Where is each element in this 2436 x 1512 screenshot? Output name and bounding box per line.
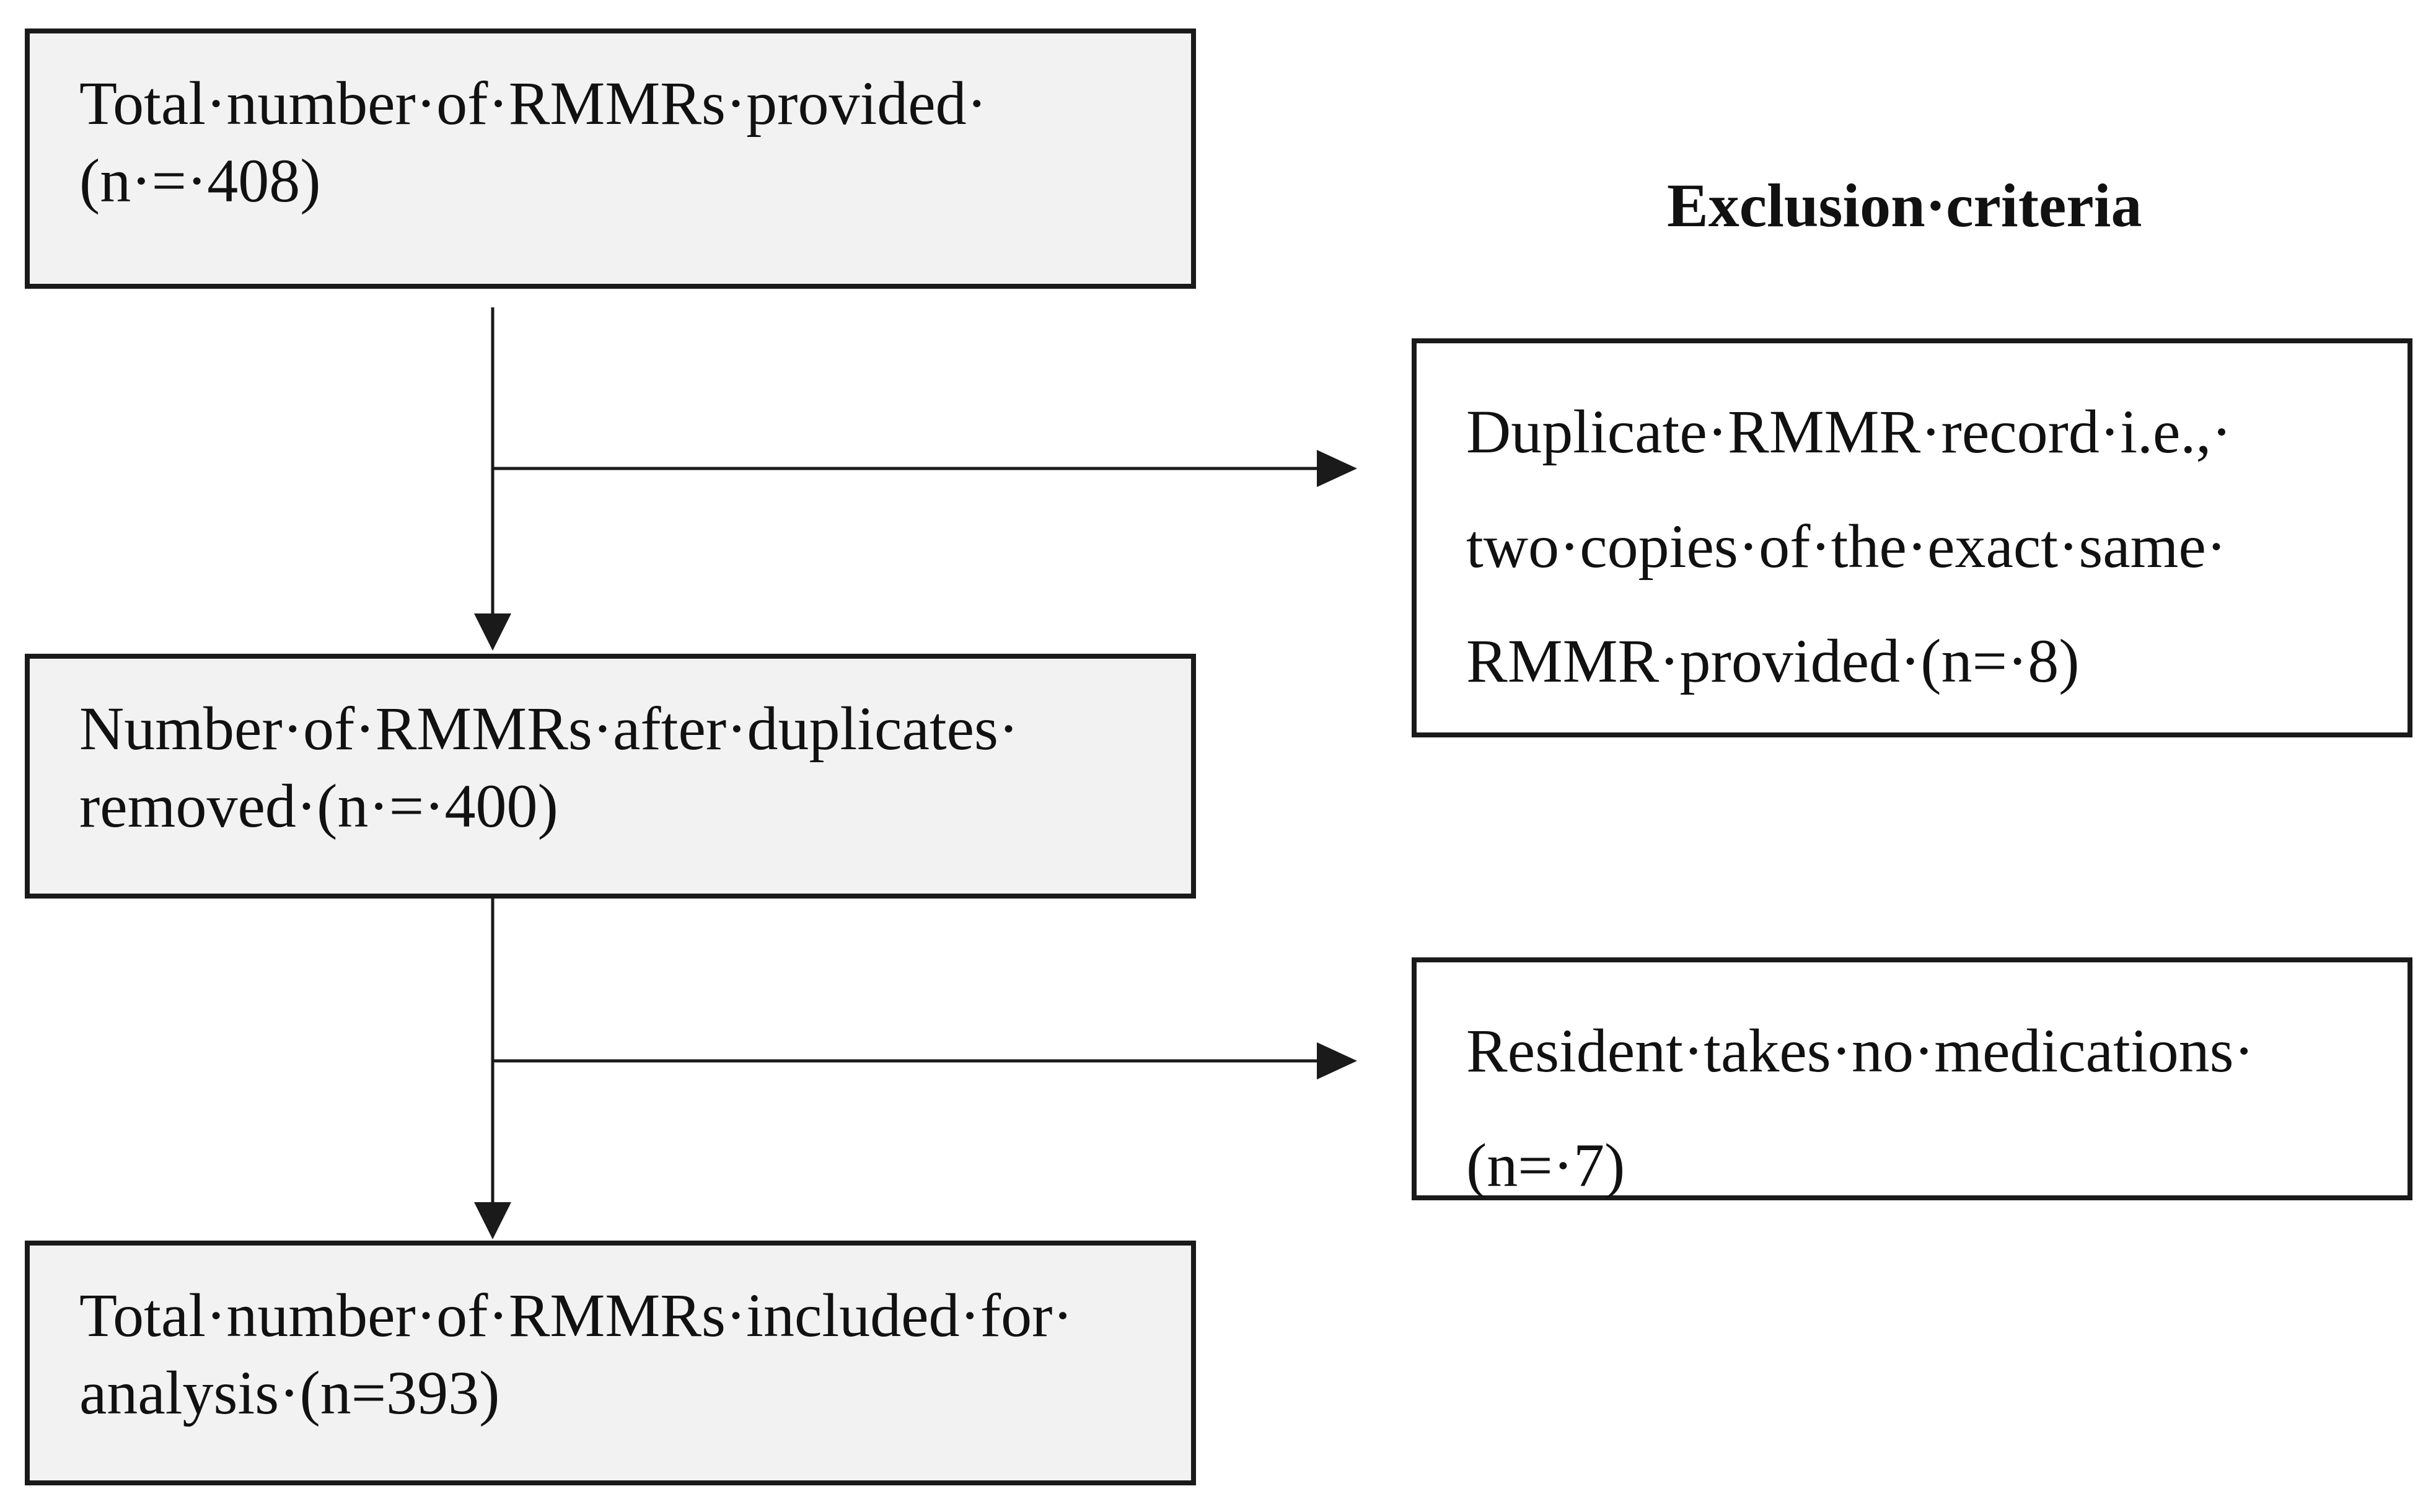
flow-step-total-provided: Total·number·of·RMMRs·provided· (n·=·408…	[25, 29, 1196, 289]
arrowhead-right-1	[1317, 450, 1357, 487]
exclusion-duplicate-record: Duplicate·RMMR·record·i.e.,· two·copies·…	[1412, 338, 2412, 737]
flow-step-after-duplicates: Number·of·RMMRs·after·duplicates· remove…	[25, 654, 1196, 899]
arrowhead-right-2	[1317, 1042, 1357, 1079]
arrowhead-down-1	[474, 613, 511, 651]
flow-step-text: Total·number·of·RMMRs·provided· (n·=·408…	[79, 69, 987, 215]
flow-step-text: Total·number·of·RMMRs·included·for· anal…	[79, 1281, 1073, 1427]
arrowhead-down-2	[474, 1202, 511, 1239]
exclusion-criteria-heading: Exclusion·criteria	[1667, 171, 2142, 240]
flow-step-text: Number·of·RMMRs·after·duplicates· remove…	[79, 694, 1019, 840]
exclusion-text: Resident·takes·no·medications· (n=·7)	[1466, 1016, 2254, 1200]
exclusion-text: Duplicate·RMMR·record·i.e.,· two·copies·…	[1466, 397, 2232, 695]
exclusion-no-medications: Resident·takes·no·medications· (n=·7)	[1412, 957, 2412, 1200]
flow-step-included-analysis: Total·number·of·RMMRs·included·for· anal…	[25, 1241, 1196, 1485]
